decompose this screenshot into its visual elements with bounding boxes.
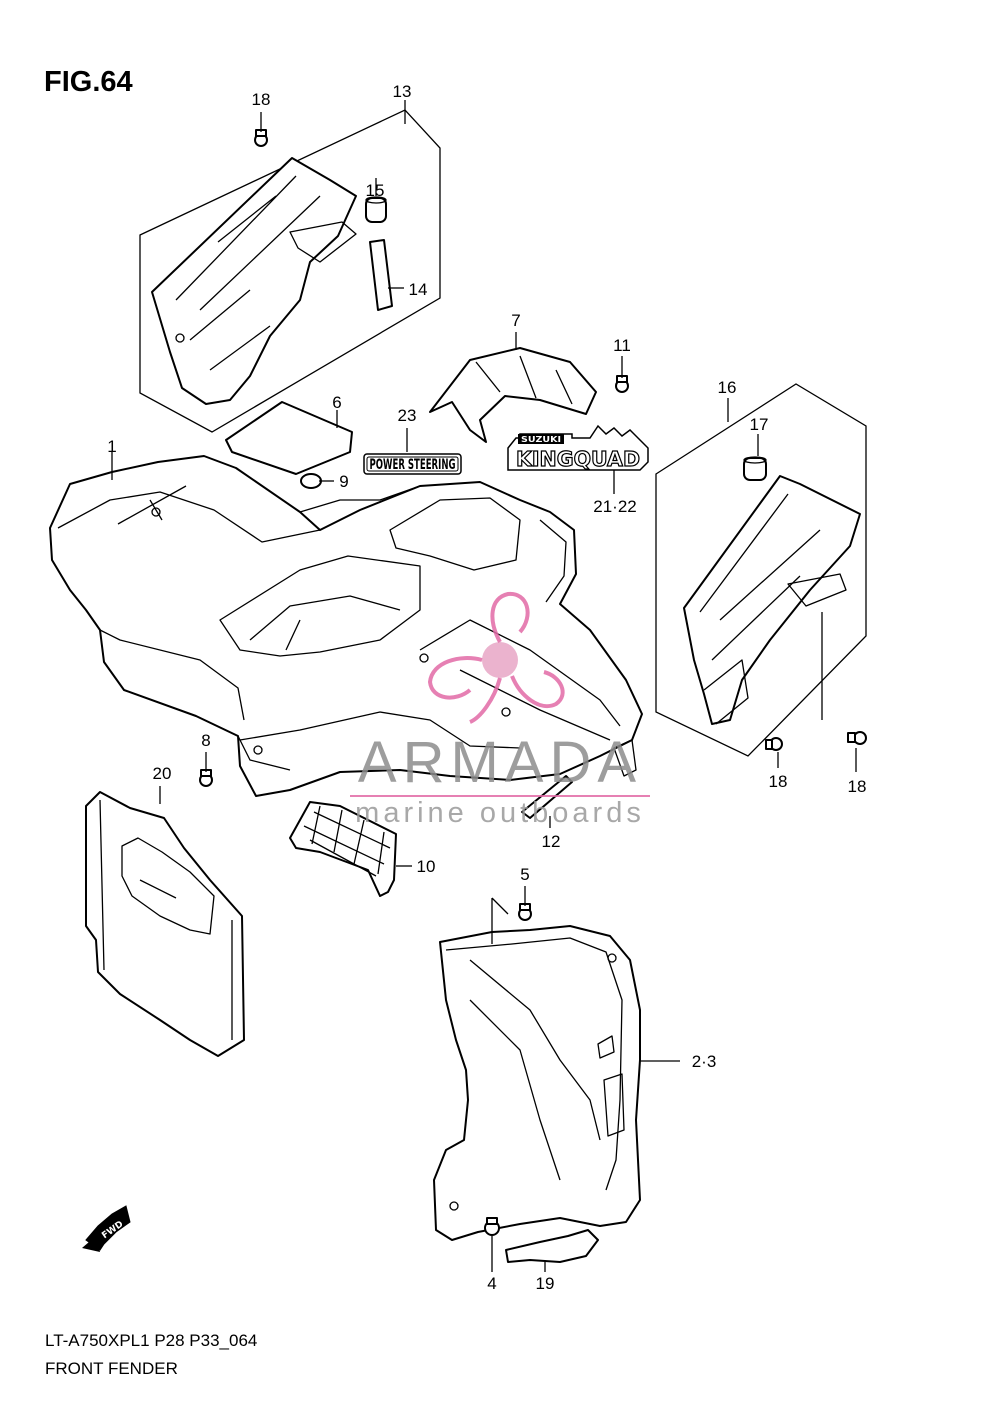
- power-steering-decal-text: POWER STEERING: [370, 457, 456, 473]
- armada-watermark: ARMADA marine outboards: [350, 591, 650, 829]
- part-4-screw[interactable]: [484, 1217, 500, 1236]
- callout-label: 18: [252, 90, 271, 109]
- fwd-arrow-icon: FWD: [82, 1205, 131, 1252]
- callout-label: 2·3: [692, 1052, 717, 1071]
- callout-label: 7: [511, 311, 520, 330]
- callout-label: 1: [107, 437, 116, 456]
- watermark-brand: ARMADA: [358, 730, 642, 795]
- part-16-group-box: [655, 383, 867, 757]
- part-9-grommet[interactable]: [300, 473, 322, 489]
- part-14-clip[interactable]: [369, 239, 393, 311]
- part-15-grommet[interactable]: [365, 196, 387, 223]
- part-13-side-panel[interactable]: [151, 157, 357, 405]
- callout-label: 13: [393, 82, 412, 101]
- part-20-splash-panel[interactable]: [85, 791, 245, 1057]
- part-18-bolt-top[interactable]: [254, 129, 268, 147]
- callout-label: 20: [153, 764, 172, 783]
- callout-labels: 1 2·3 4 5 6 7 8 9 10 11 12 13 14 15 16 1…: [107, 82, 866, 1293]
- callout-label: 23: [398, 406, 417, 425]
- callout-label: 18: [848, 777, 867, 796]
- callout-label: 6: [332, 393, 341, 412]
- part-8-bolt[interactable]: [199, 769, 213, 787]
- callout-label: 8: [201, 731, 210, 750]
- part-18-bolt-right-b[interactable]: [847, 731, 867, 745]
- callout-label: 16: [718, 378, 737, 397]
- leader-lines: [111, 100, 857, 1272]
- part-17-grommet[interactable]: [743, 456, 767, 481]
- part-11-screw[interactable]: [615, 375, 629, 393]
- part-23-power-steering-decal[interactable]: POWER STEERING: [363, 453, 462, 475]
- part-10-mesh-grille[interactable]: [289, 801, 397, 897]
- part-2-3-inner-fender[interactable]: [433, 897, 641, 1241]
- callout-label: 10: [417, 857, 436, 876]
- watermark-tagline: marine outboards: [355, 797, 645, 829]
- part-7-cowl[interactable]: [429, 347, 597, 443]
- callout-label: 18: [769, 772, 788, 791]
- figure-title: FIG.64: [44, 66, 133, 98]
- callout-label: 4: [487, 1274, 496, 1293]
- callout-label: 14: [409, 280, 428, 299]
- part-21-22-kingquad-decal[interactable]: SUZUKI KINGQUAD: [507, 424, 649, 472]
- footer-model-code: LT-A750XPL1 P28 P33_064: [45, 1331, 257, 1350]
- callout-label: 19: [536, 1274, 555, 1293]
- callout-label: 21·22: [593, 497, 636, 516]
- kingquad-decal-text: KINGQUAD: [516, 447, 640, 471]
- part-6-cover[interactable]: [225, 401, 353, 475]
- callout-label: 15: [366, 181, 385, 200]
- callout-label: 12: [542, 832, 561, 851]
- callout-label: 9: [339, 472, 348, 491]
- callout-label: 5: [520, 865, 529, 884]
- footer-section-name: FRONT FENDER: [45, 1359, 178, 1378]
- watermark-logo-icon: [427, 591, 565, 724]
- suzuki-decal-text: SUZUKI: [521, 435, 561, 444]
- part-16-side-panel[interactable]: [683, 475, 861, 725]
- callout-label: 17: [750, 415, 769, 434]
- callout-label: 11: [613, 336, 631, 355]
- part-5-screw[interactable]: [518, 903, 532, 921]
- part-18-bolt-right-a[interactable]: [765, 737, 783, 751]
- part-1-front-fender[interactable]: [49, 455, 643, 797]
- part-19-flap[interactable]: [505, 1229, 599, 1263]
